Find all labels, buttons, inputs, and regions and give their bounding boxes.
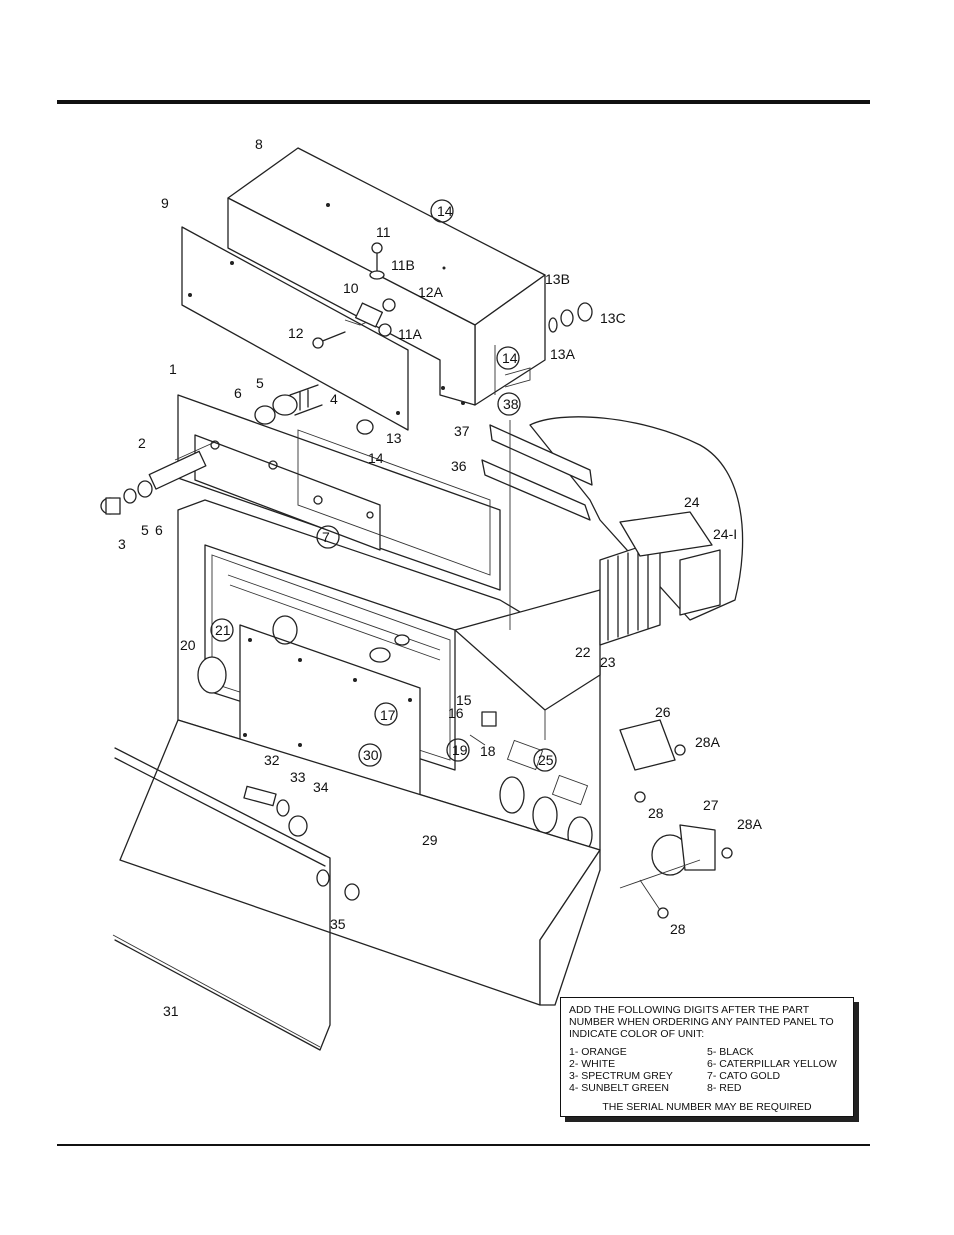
part-label: 22 <box>575 644 591 660</box>
note-colors-left: 1- ORANGE 2- WHITE 3- SPECTRUM GREY 4- S… <box>569 1046 707 1094</box>
part-label: 38 <box>503 396 519 412</box>
part-label: 6 <box>155 522 163 538</box>
part-label: 27 <box>703 797 719 813</box>
part-label: 28 <box>648 805 664 821</box>
cover-plate <box>181 226 409 431</box>
color-option: 7- CATO GOLD <box>707 1070 781 1082</box>
part-label: 8 <box>255 136 263 152</box>
part-label: 26 <box>655 704 671 720</box>
part-label: 19 <box>452 742 468 758</box>
color-option: 5- BLACK <box>707 1046 754 1058</box>
shaft-assembly <box>100 384 374 515</box>
part-label: 12A <box>418 284 444 300</box>
note-colors-right: 5- BLACK 6- CATERPILLAR YELLOW 7- CATO G… <box>707 1046 845 1094</box>
part-label: 16 <box>448 705 464 721</box>
part-label: 24 <box>684 494 700 510</box>
part-label: 20 <box>180 637 196 653</box>
part-label: 32 <box>264 752 280 768</box>
part-label: 7 <box>322 529 330 545</box>
part-label: 13 <box>386 430 402 446</box>
part-label: 28 <box>670 921 686 937</box>
part-label: 25 <box>538 752 554 768</box>
receptacles <box>469 711 733 919</box>
note-footer: THE SERIAL NUMBER MAY BE REQUIRED <box>602 1101 812 1113</box>
part-label: 17 <box>380 707 396 723</box>
part-label: 23 <box>600 654 616 670</box>
base-plate <box>112 719 601 1051</box>
housing-top-box <box>227 147 546 406</box>
part-label: 5 <box>141 522 149 538</box>
part-label: 5 <box>256 375 264 391</box>
part-label: 28A <box>695 734 721 750</box>
part-label: 13C <box>600 310 626 326</box>
color-option: 4- SUNBELT GREEN <box>569 1082 669 1094</box>
callouts <box>210 199 557 772</box>
part-label: 11 <box>376 224 391 240</box>
part-label: 11A <box>398 326 423 342</box>
part-label: 3 <box>118 536 126 552</box>
hinge-hardware <box>312 242 396 349</box>
part-label: 14 <box>368 450 384 466</box>
color-option: 2- WHITE <box>569 1058 616 1070</box>
part-label: 28A <box>737 816 763 832</box>
part-label: 13A <box>550 346 576 362</box>
header-rule <box>57 100 870 104</box>
part-label: 9 <box>161 195 169 211</box>
part-label: 14 <box>437 203 453 219</box>
part-label: 36 <box>451 458 467 474</box>
rear-panel <box>177 394 501 591</box>
part-label: 37 <box>454 423 470 439</box>
knob-and-bolts <box>197 634 410 901</box>
part-label: 10 <box>343 280 359 296</box>
part-label: 34 <box>313 779 329 795</box>
part-label: 21 <box>215 622 231 638</box>
paint-color-note: ADD THE FOLLOWING DIGITS AFTER THE PART … <box>560 997 854 1117</box>
part-label: 30 <box>363 747 379 763</box>
part-label: 31 <box>163 1003 179 1019</box>
note-heading: ADD THE FOLLOWING DIGITS AFTER THE PART … <box>569 1004 834 1040</box>
part-label: 15 <box>456 692 472 708</box>
part-label: 4 <box>330 391 338 407</box>
color-option: 1- ORANGE <box>569 1046 627 1058</box>
control-box <box>177 499 601 854</box>
part-label: 2 <box>138 435 146 451</box>
part-label: 1 <box>169 361 177 377</box>
part-label: 14 <box>502 350 518 366</box>
color-option: 6- CATERPILLAR YELLOW <box>707 1058 837 1070</box>
part-label: 12 <box>288 325 304 341</box>
washer-set <box>548 302 593 333</box>
part-label: 35 <box>330 916 346 932</box>
part-label: 11B <box>391 257 415 273</box>
part-label: 13B <box>545 271 570 287</box>
color-option: 3- SPECTRUM GREY <box>569 1070 673 1082</box>
part-label: 24-I <box>713 526 737 542</box>
part-label: 18 <box>480 743 496 759</box>
color-option: 8- RED <box>707 1082 742 1094</box>
part-label: 33 <box>290 769 306 785</box>
footer-rule <box>57 1144 870 1146</box>
part-label: 6 <box>234 385 242 401</box>
breaker-block <box>599 511 721 646</box>
part-label: 29 <box>422 832 438 848</box>
